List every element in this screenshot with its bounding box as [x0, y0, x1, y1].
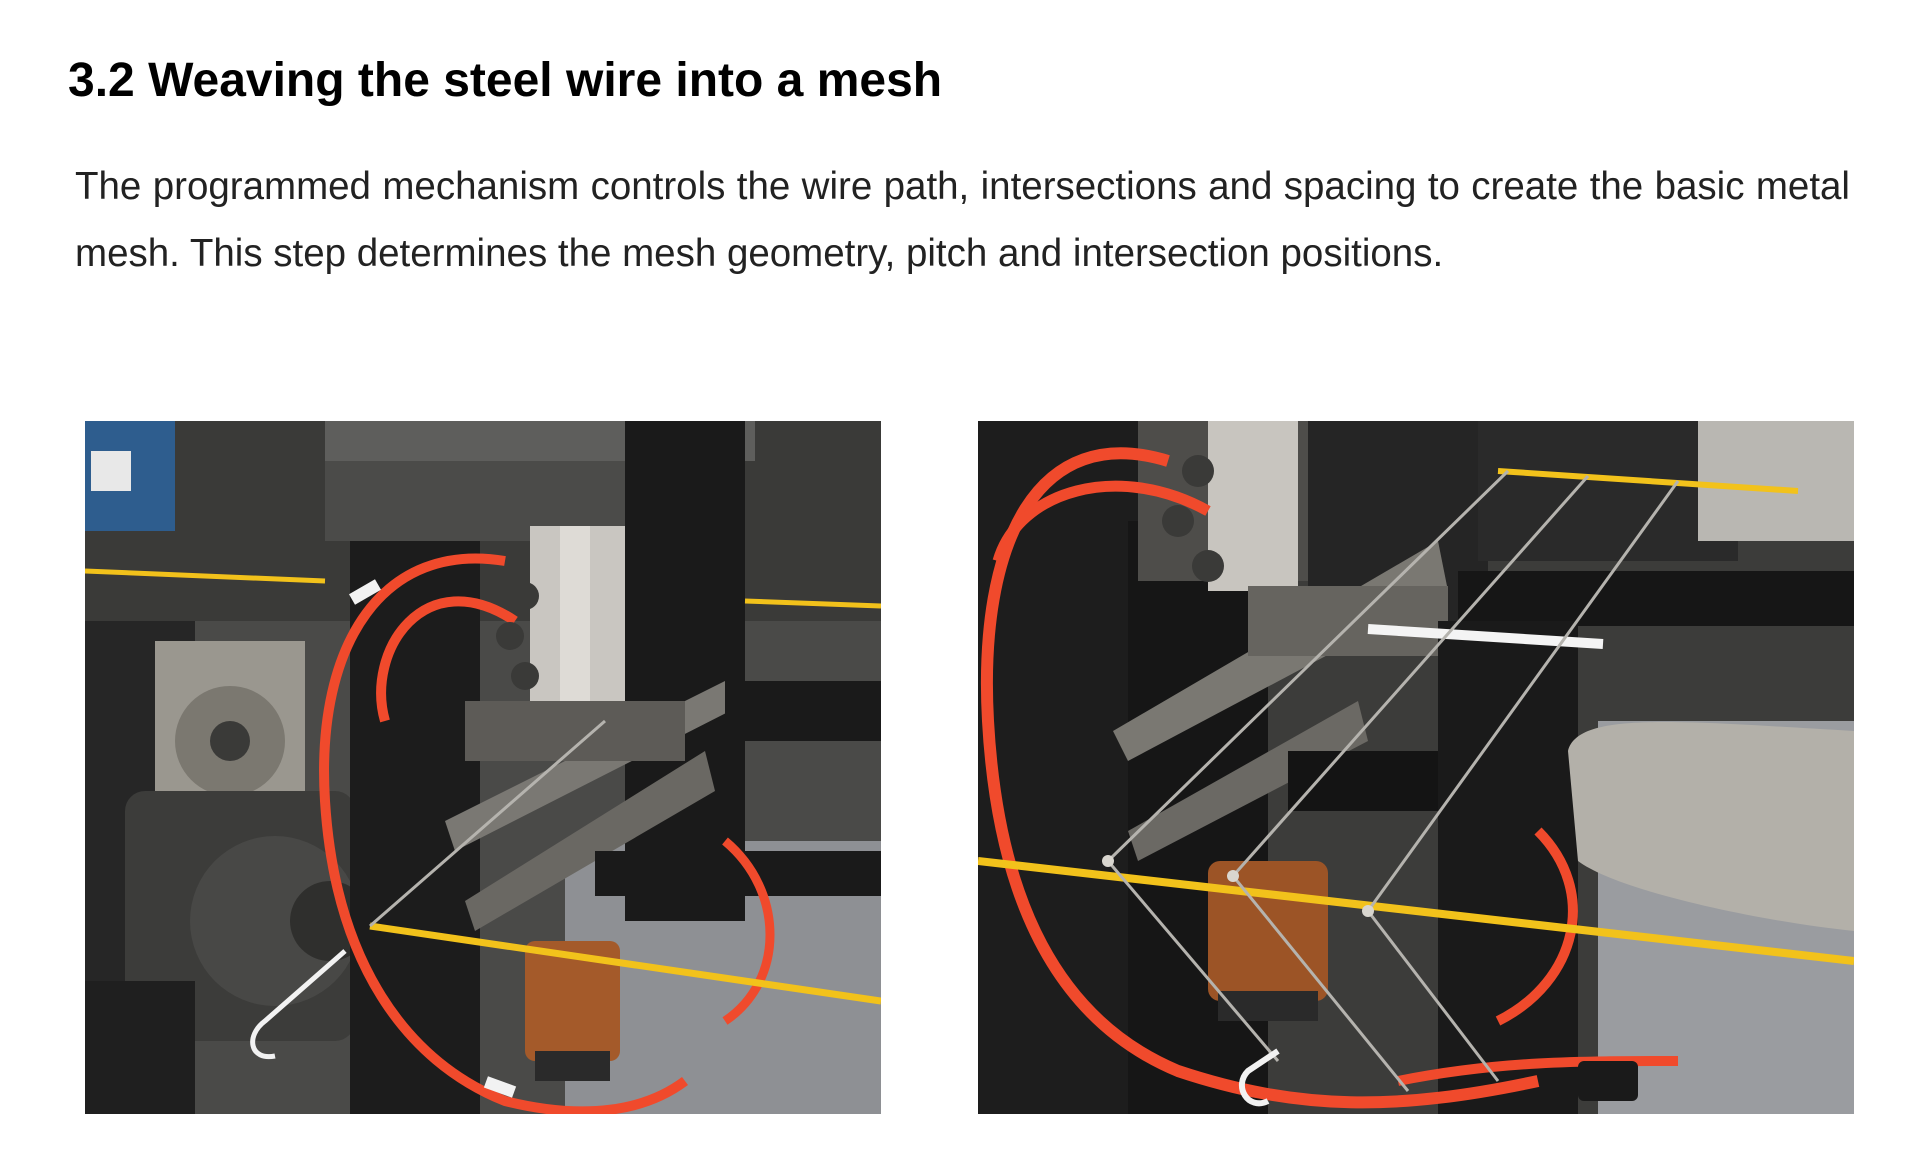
- weaving-machine-photo-left: [85, 421, 881, 1114]
- section-paragraph: The programmed mechanism controls the wi…: [75, 165, 1850, 275]
- section-title: 3.2 Weaving the steel wire into a mesh: [68, 54, 943, 107]
- weaving-machine-photo-right: [978, 421, 1854, 1114]
